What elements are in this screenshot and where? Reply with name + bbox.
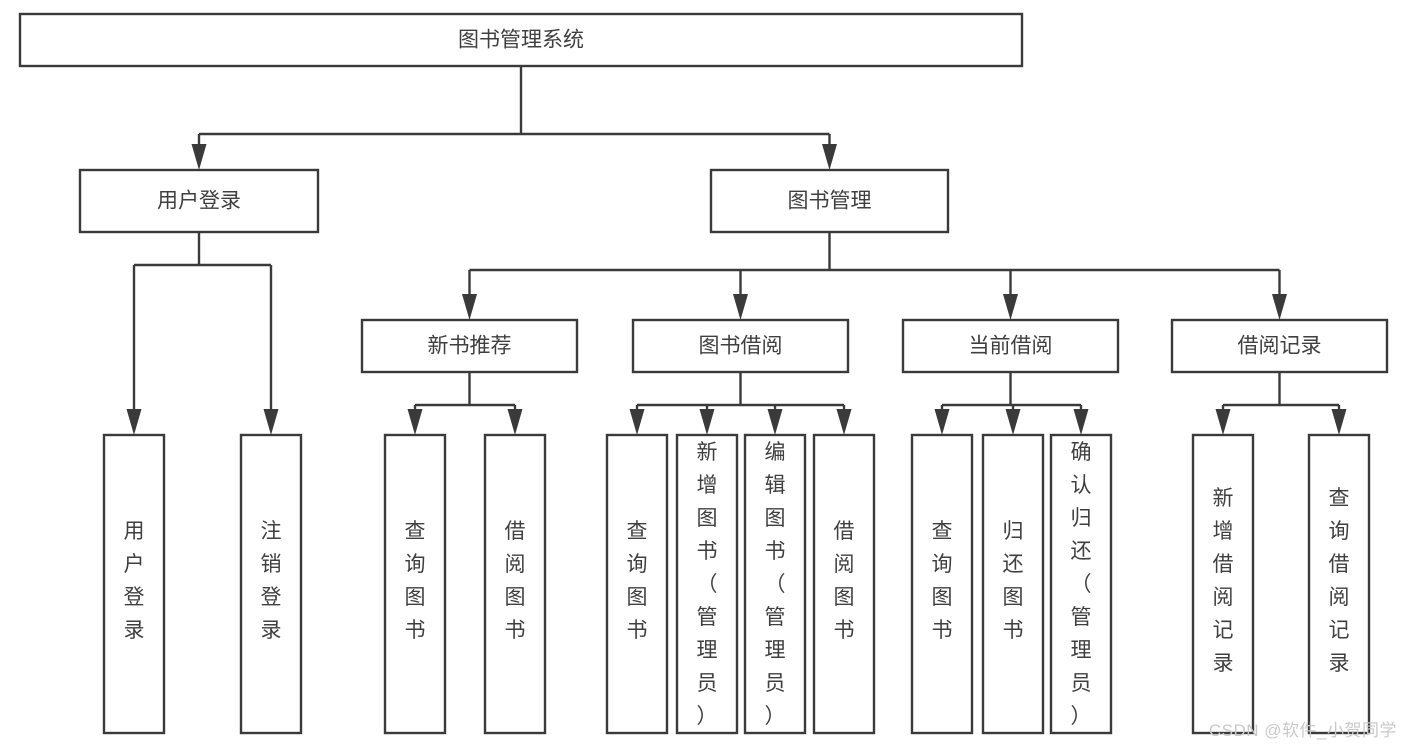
arrow-head-icon	[699, 409, 715, 435]
arrow-head-icon	[507, 409, 523, 435]
arrow-head-icon	[822, 144, 837, 170]
arrow-head-icon	[191, 144, 207, 170]
node-label: 用户登录	[124, 520, 145, 642]
arrow-head-icon	[407, 409, 423, 435]
node-leaf-query-record[interactable]: 查询借阅记录	[1307, 433, 1371, 735]
node-new-book-rec[interactable]: 新书推荐	[360, 318, 579, 374]
node-leaf-return-book[interactable]: 归还图书	[981, 433, 1045, 735]
node-label: 注销登录	[261, 520, 282, 642]
node-box[interactable]	[1170, 318, 1389, 374]
node-leaf-borrow-book-rec[interactable]: 借阅图书	[483, 433, 547, 735]
node-current-borrow[interactable]: 当前借阅	[901, 318, 1120, 374]
node-box[interactable]	[360, 318, 579, 374]
node-box[interactable]	[483, 433, 547, 735]
connector-layer	[126, 66, 1347, 435]
arrow-head-icon	[1073, 409, 1089, 435]
node-label: 编辑图书（管理员）	[765, 441, 786, 728]
watermark: CSDN @软件_小贺同学	[1208, 721, 1397, 740]
node-user-login[interactable]: 用户登录	[78, 168, 320, 234]
node-label: 查询借阅记录	[1329, 487, 1350, 675]
node-box[interactable]	[78, 168, 320, 234]
arrow-head-icon	[126, 409, 142, 435]
node-label: 新增图书（管理员）	[697, 441, 718, 728]
node-label: 借阅记录	[1238, 335, 1322, 358]
node-box[interactable]	[675, 433, 739, 735]
node-label: 确认归还（管理员）	[1071, 441, 1092, 728]
node-leaf-query-book-cb[interactable]: 查询图书	[910, 433, 974, 735]
node-box[interactable]	[910, 433, 974, 735]
node-label: 图书借阅	[699, 335, 783, 358]
node-label: 新增借阅记录	[1213, 487, 1234, 675]
arrow-head-icon	[1331, 409, 1347, 435]
node-leaf-edit-book[interactable]: 编辑图书（管理员）	[743, 433, 807, 735]
node-box[interactable]	[812, 433, 876, 735]
node-box[interactable]	[631, 318, 850, 374]
node-box[interactable]	[605, 433, 669, 735]
arrow-head-icon	[462, 294, 477, 320]
node-box[interactable]	[981, 433, 1045, 735]
node-label: 图书管理系统	[458, 29, 584, 52]
node-box[interactable]	[709, 168, 950, 234]
node-leaf-borrow-book-bb[interactable]: 借阅图书	[812, 433, 876, 735]
node-leaf-add-record[interactable]: 新增借阅记录	[1191, 433, 1255, 735]
node-label: 借阅图书	[505, 520, 526, 642]
node-box[interactable]	[102, 433, 166, 735]
node-leaf-query-book-rec[interactable]: 查询图书	[383, 433, 447, 735]
arrow-head-icon	[836, 409, 852, 435]
arrow-head-icon	[1003, 294, 1018, 320]
node-label: 查询图书	[932, 520, 953, 642]
node-box[interactable]	[901, 318, 1120, 374]
node-label: 图书管理	[788, 190, 872, 213]
node-label: 用户登录	[157, 190, 241, 213]
arrow-head-icon	[934, 409, 950, 435]
node-book-borrow[interactable]: 图书借阅	[631, 318, 850, 374]
arrow-head-icon	[1005, 409, 1021, 435]
node-label: 新书推荐	[428, 335, 512, 358]
node-leaf-user-logout[interactable]: 注销登录	[239, 433, 303, 735]
node-box[interactable]	[383, 433, 447, 735]
arrow-head-icon	[629, 409, 645, 435]
arrow-head-icon	[733, 294, 748, 320]
node-label: 借阅图书	[834, 520, 855, 642]
arrow-head-icon	[1272, 294, 1287, 320]
node-book-manage[interactable]: 图书管理	[709, 168, 950, 234]
node-box[interactable]	[18, 12, 1024, 68]
node-label: 当前借阅	[969, 335, 1053, 358]
node-box[interactable]	[1049, 433, 1113, 735]
node-leaf-user-login[interactable]: 用户登录	[102, 433, 166, 735]
node-label: 归还图书	[1003, 520, 1024, 642]
arrow-head-icon	[263, 409, 279, 435]
arrow-head-icon	[767, 409, 783, 435]
node-leaf-query-book-bb[interactable]: 查询图书	[605, 433, 669, 735]
node-label: 查询图书	[405, 520, 426, 642]
node-label: 查询图书	[627, 520, 648, 642]
node-borrow-record[interactable]: 借阅记录	[1170, 318, 1389, 374]
node-box[interactable]	[1307, 433, 1371, 735]
arrow-head-icon	[1215, 409, 1231, 435]
node-leaf-confirm-return[interactable]: 确认归还（管理员）	[1049, 433, 1113, 735]
node-root[interactable]: 图书管理系统	[18, 12, 1024, 68]
node-layer: 图书管理系统用户登录图书管理新书推荐图书借阅当前借阅借阅记录用户登录注销登录查询…	[18, 12, 1389, 735]
node-box[interactable]	[239, 433, 303, 735]
node-box[interactable]	[743, 433, 807, 735]
node-box[interactable]	[1191, 433, 1255, 735]
node-leaf-add-book[interactable]: 新增图书（管理员）	[675, 433, 739, 735]
